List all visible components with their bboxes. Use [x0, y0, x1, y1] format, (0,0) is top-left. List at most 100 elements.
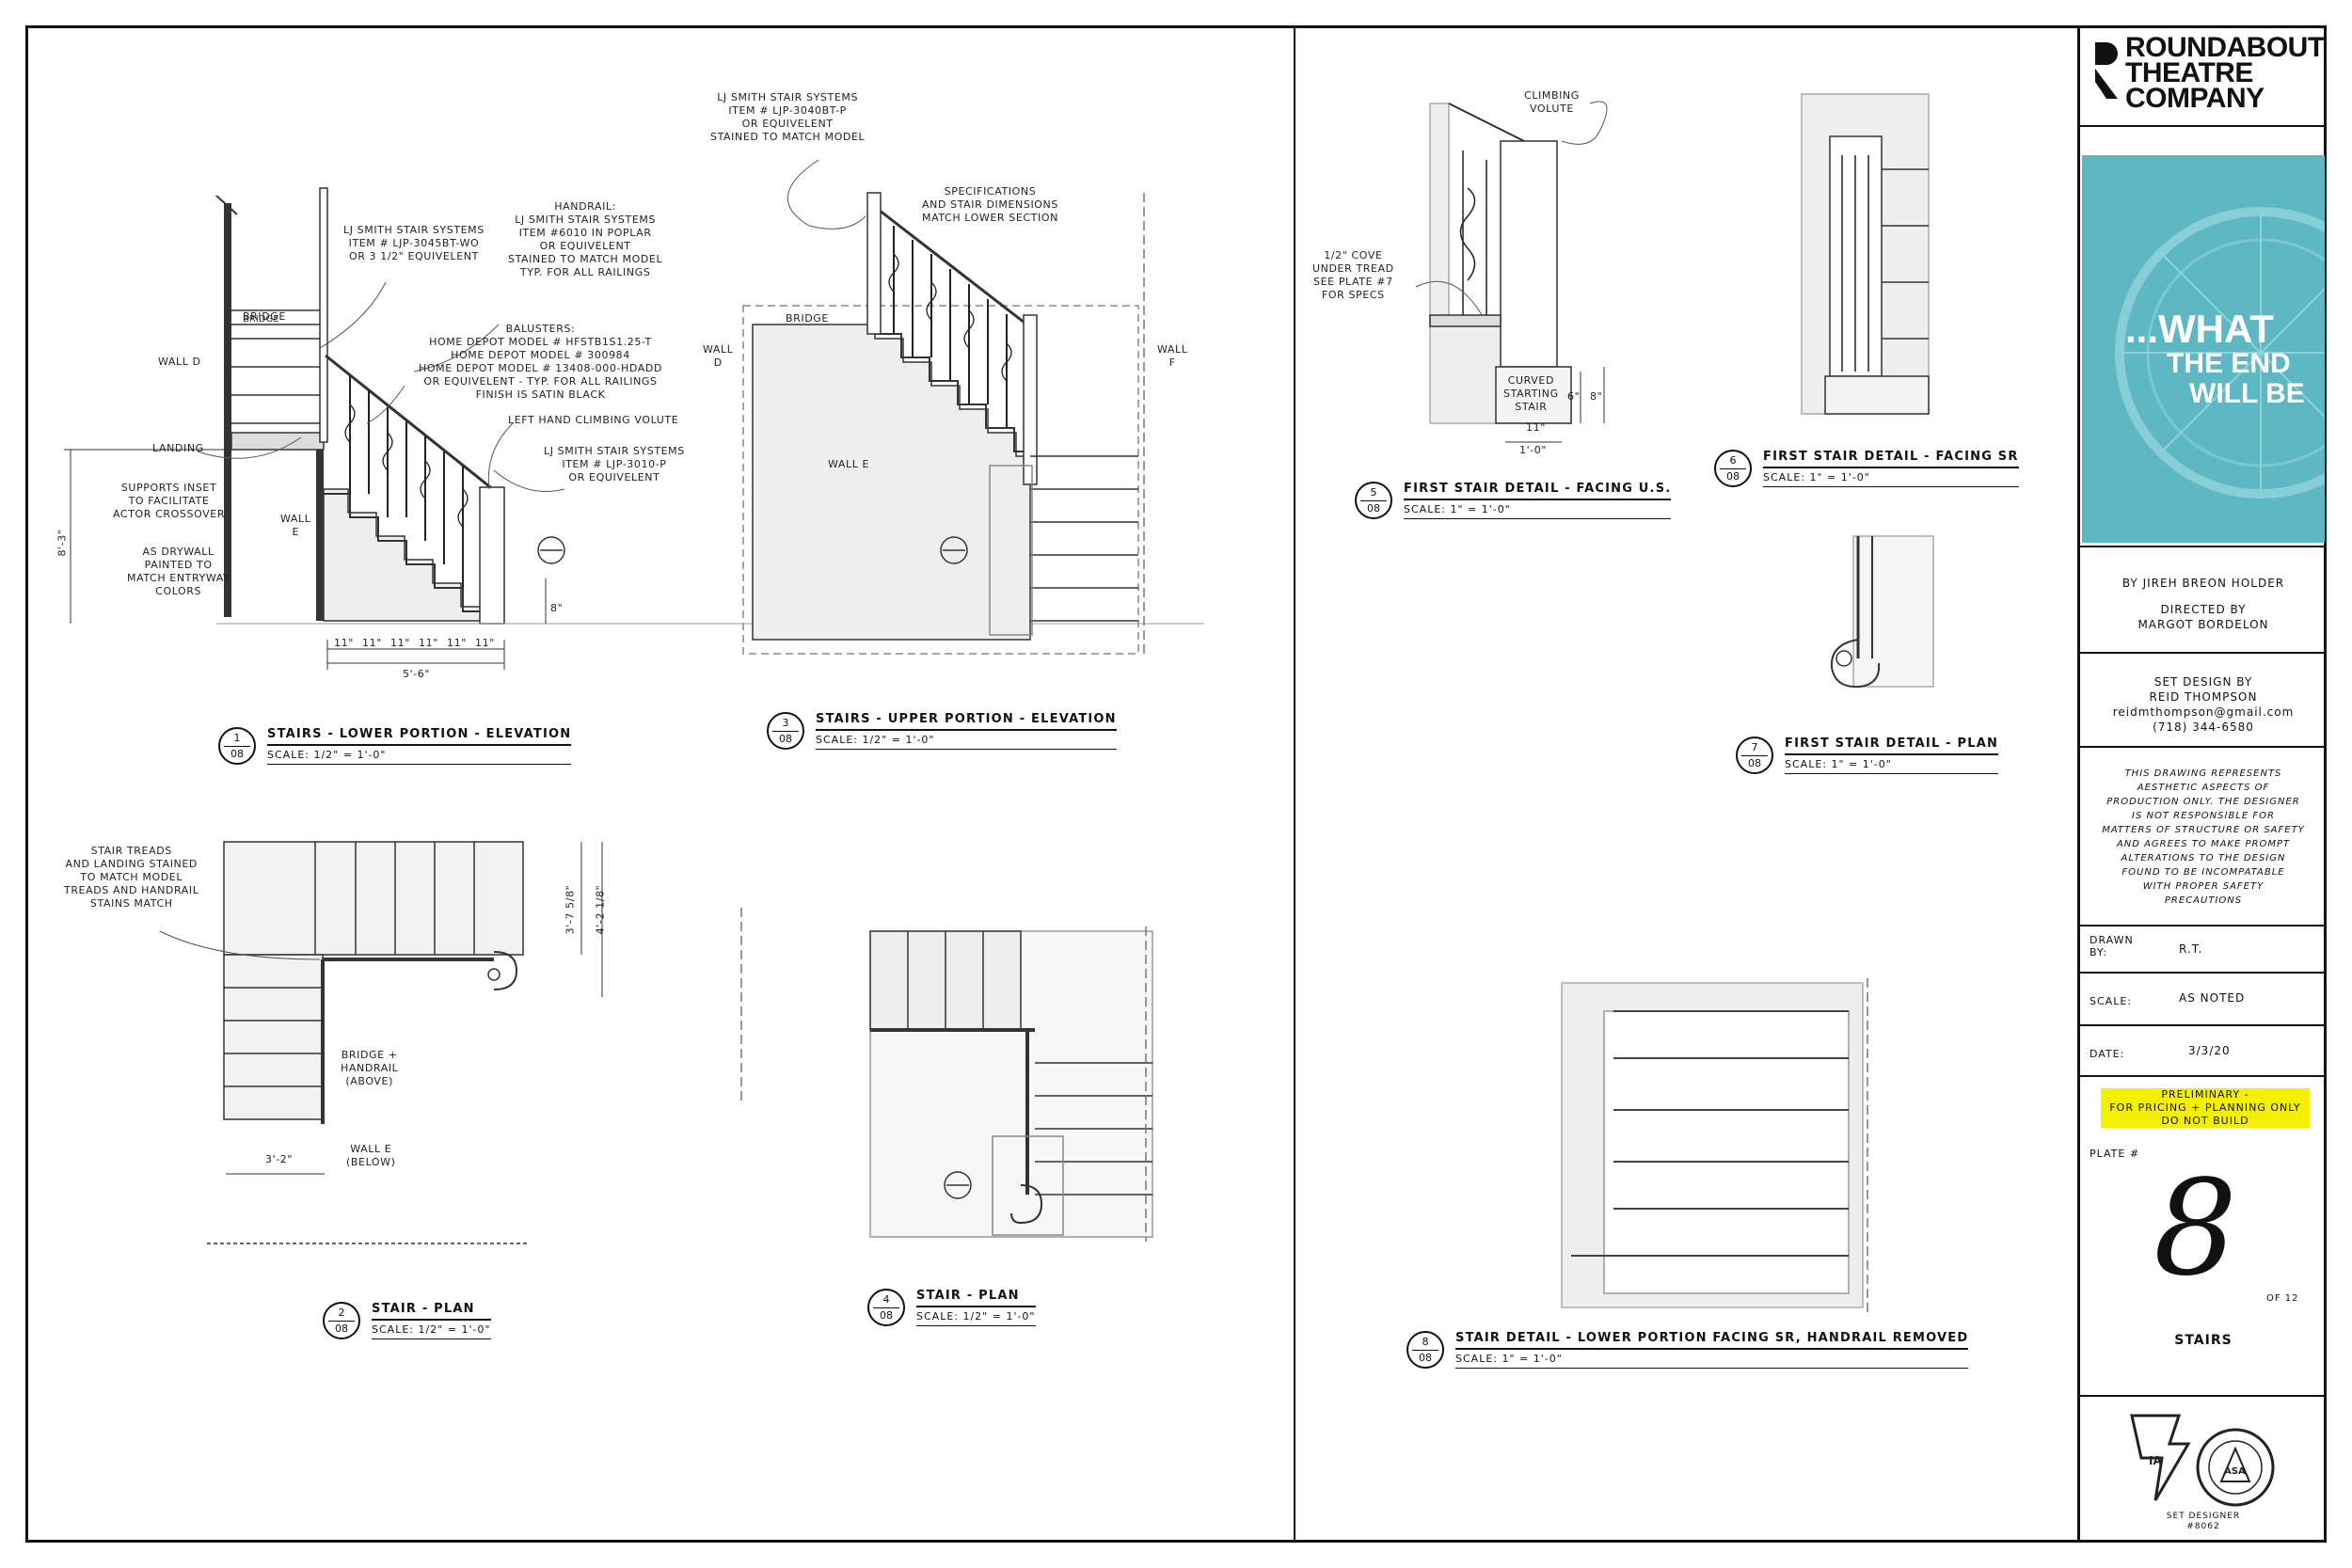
tb-scale-row: SCALE: AS NOTED	[2080, 974, 2327, 1026]
view4-scale: SCALE: 1/2" = 1'-0"	[916, 1310, 1036, 1326]
note-drywall: AS DRYWALL PAINTED TO MATCH ENTRYWAY COL…	[127, 546, 230, 597]
date-label: DATE:	[2090, 1048, 2125, 1060]
roundabout-logo-icon	[2095, 42, 2118, 99]
note-landing: LANDING	[152, 442, 204, 454]
plate-of: OF 12	[2266, 1293, 2299, 1304]
plate-label: PLATE #	[2090, 1148, 2140, 1160]
tb-poster-section: ...WHAT THE END WILL BE	[2080, 127, 2327, 546]
view8-name: STAIR DETAIL - LOWER PORTION FACING SR, …	[1455, 1331, 1969, 1350]
designer-phone: (718) 344-6580	[2153, 721, 2254, 734]
view7-name: FIRST STAIR DETAIL - PLAN	[1785, 736, 1999, 755]
note-wall-d2: WALL D	[703, 343, 734, 369]
note-curved: CURVED STARTING STAIR	[1503, 374, 1559, 413]
view3-name: STAIRS - UPPER PORTION - ELEVATION	[816, 712, 1117, 731]
view8-scale: SCALE: 1" = 1'-0"	[1455, 1353, 1969, 1369]
note-handrail: HANDRAIL: LJ SMITH STAIR SYSTEMS ITEM #6…	[508, 200, 663, 278]
disclaimer: THIS DRAWING REPRESENTS AESTHETIC ASPECT…	[2102, 768, 2305, 906]
note-climbing: CLIMBING VOLUTE	[1524, 89, 1580, 115]
view7-scale: SCALE: 1" = 1'-0"	[1785, 758, 1999, 774]
director-credit: DIRECTED BY MARGOT BORDELON	[2137, 603, 2269, 631]
dim-tread-6: 11"	[475, 637, 495, 649]
note-bridge: BRIDGE	[243, 310, 286, 323]
dim-plan-h2: 4'-2 1/8"	[594, 884, 607, 935]
tb-union-section: IA ASA SET DESIGNER #8062	[2080, 1397, 2327, 1540]
sheet-title: STAIRS	[2174, 1333, 2233, 1348]
dim-height: 8'-3"	[56, 529, 69, 557]
union-seal-icon: IA ASA	[2130, 1414, 2275, 1507]
view4-name: STAIR - PLAN	[916, 1289, 1036, 1307]
tb-disclaimer-section: THIS DRAWING REPRESENTS AESTHETIC ASPECT…	[2080, 748, 2327, 927]
view2-scale: SCALE: 1/2" = 1'-0"	[372, 1323, 491, 1339]
plate-number: 8	[2153, 1152, 2238, 1306]
date-value: 3/3/20	[2188, 1044, 2231, 1057]
dim-plan-h1: 3'-7 5/8"	[564, 884, 577, 935]
show-title: ...WHAT THE END WILL BE	[2125, 307, 2305, 409]
note-wall-e-below: WALL E (BELOW)	[346, 1143, 396, 1168]
note-wall-f: WALL F	[1157, 343, 1188, 369]
company-name: ROUNDABOUT THEATRE COMPANY	[2125, 32, 2325, 114]
dim-plan-width: 3'-2"	[265, 1153, 294, 1165]
scale-value: AS NOTED	[2179, 991, 2246, 1005]
dim-tread-2: 11"	[362, 637, 382, 649]
view5-detail	[1429, 103, 1605, 443]
designer-credit: SET DESIGN BY REID THOMPSON	[2149, 675, 2258, 704]
title-block: ROUNDABOUT THEATRE COMPANY ...WHAT THE E…	[2077, 25, 2327, 1543]
view2-name: STAIR - PLAN	[372, 1302, 491, 1321]
note-cove: 1/2" COVE UNDER TREAD SEE PLATE #7 FOR S…	[1312, 249, 1394, 301]
dim-8: 8"	[1590, 390, 1603, 403]
tb-drawn-row: DRAWN BY: R.T.	[2080, 927, 2327, 974]
tb-credits-section: BY JIREH BREON HOLDER DIRECTED BY MARGOT…	[2080, 546, 2327, 654]
view2-plan	[207, 841, 603, 1244]
dim-riser: 8"	[550, 602, 564, 614]
drawn-by-value: R.T.	[2179, 942, 2203, 956]
dim-11: 11"	[1526, 421, 1546, 434]
preliminary-note: PRELIMINARY - FOR PRICING + PLANNING ONL…	[2101, 1088, 2310, 1128]
note-bridge-2: BRIDGE	[786, 312, 829, 325]
note-wall-d: WALL D	[158, 356, 201, 368]
view3-scale: SCALE: 1/2" = 1'-0"	[816, 734, 1117, 750]
svg-text:IA: IA	[2149, 1454, 2162, 1467]
note-wall-e2: WALL E	[828, 458, 870, 470]
view6-detail	[1801, 93, 1930, 415]
view1-scale: SCALE: 1/2" = 1'-0"	[267, 749, 572, 765]
svg-text:BRIDGE: BRIDGE	[243, 314, 279, 325]
dim-tread-1: 11"	[334, 637, 354, 649]
view4-plan	[740, 908, 1153, 1242]
dim-tread-4: 11"	[419, 637, 438, 649]
sheet-divider	[1294, 25, 1295, 1543]
view7-detail-plan	[1830, 535, 1934, 689]
note-bridge-handrail: BRIDGE + HANDRAIL (ABOVE)	[341, 1049, 399, 1087]
note-volute: LEFT HAND CLIMBING VOLUTE	[508, 414, 679, 426]
svg-text:ASA: ASA	[2224, 1466, 2246, 1477]
drawing-sheet	[25, 25, 2327, 1543]
view5-name: FIRST STAIR DETAIL - FACING U.S.	[1404, 482, 1672, 500]
wheel-graphic-icon	[2082, 155, 2325, 543]
note-wall-e: WALL E	[280, 513, 311, 538]
note-lj-smith-2: LJ SMITH STAIR SYSTEMS ITEM # LJP-3010-P…	[544, 445, 685, 483]
dim-1-0: 1'-0"	[1519, 444, 1548, 456]
author-credit: BY JIREH BREON HOLDER	[2122, 577, 2285, 590]
note-supports: SUPPORTS INSET TO FACILITATE ACTOR CROSS…	[113, 482, 226, 520]
tb-plate-section: PRELIMINARY - FOR PRICING + PLANNING ONL…	[2080, 1077, 2327, 1397]
tb-designer-section: SET DESIGN BY REID THOMPSON reidmthompso…	[2080, 654, 2327, 748]
tb-logo-section: ROUNDABOUT THEATRE COMPANY	[2080, 25, 2327, 127]
view6-scale: SCALE: 1" = 1'-0"	[1763, 471, 2019, 487]
note-lj-smith-3: LJ SMITH STAIR SYSTEMS ITEM # LJP-3040BT…	[710, 91, 866, 143]
view1-name: STAIRS - LOWER PORTION - ELEVATION	[267, 727, 572, 746]
